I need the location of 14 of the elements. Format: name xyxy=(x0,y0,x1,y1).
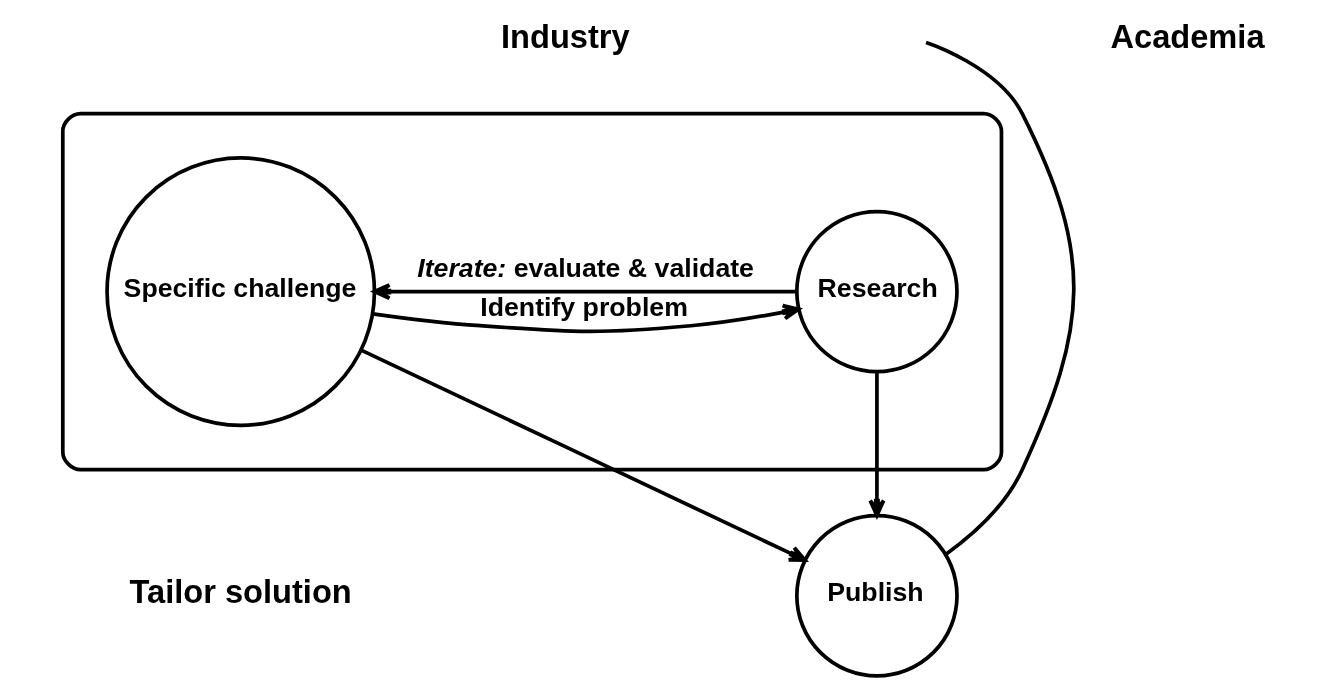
arrow xyxy=(360,348,807,563)
node-circle: Publish xyxy=(794,513,959,678)
node-circle: Research xyxy=(794,209,959,374)
edge-label: Iterate: evaluate & validate xyxy=(417,253,754,284)
node-circle: Specific challenge xyxy=(105,156,377,428)
label: Academia xyxy=(1110,17,1265,55)
connector xyxy=(925,40,1076,556)
cluster xyxy=(60,111,1004,472)
arrow xyxy=(372,303,801,334)
label: Industry xyxy=(500,17,630,55)
edge-label: Identify problem xyxy=(480,291,688,322)
arrow xyxy=(868,371,886,518)
arrow xyxy=(372,283,797,301)
label: Tailor solution xyxy=(129,572,352,610)
